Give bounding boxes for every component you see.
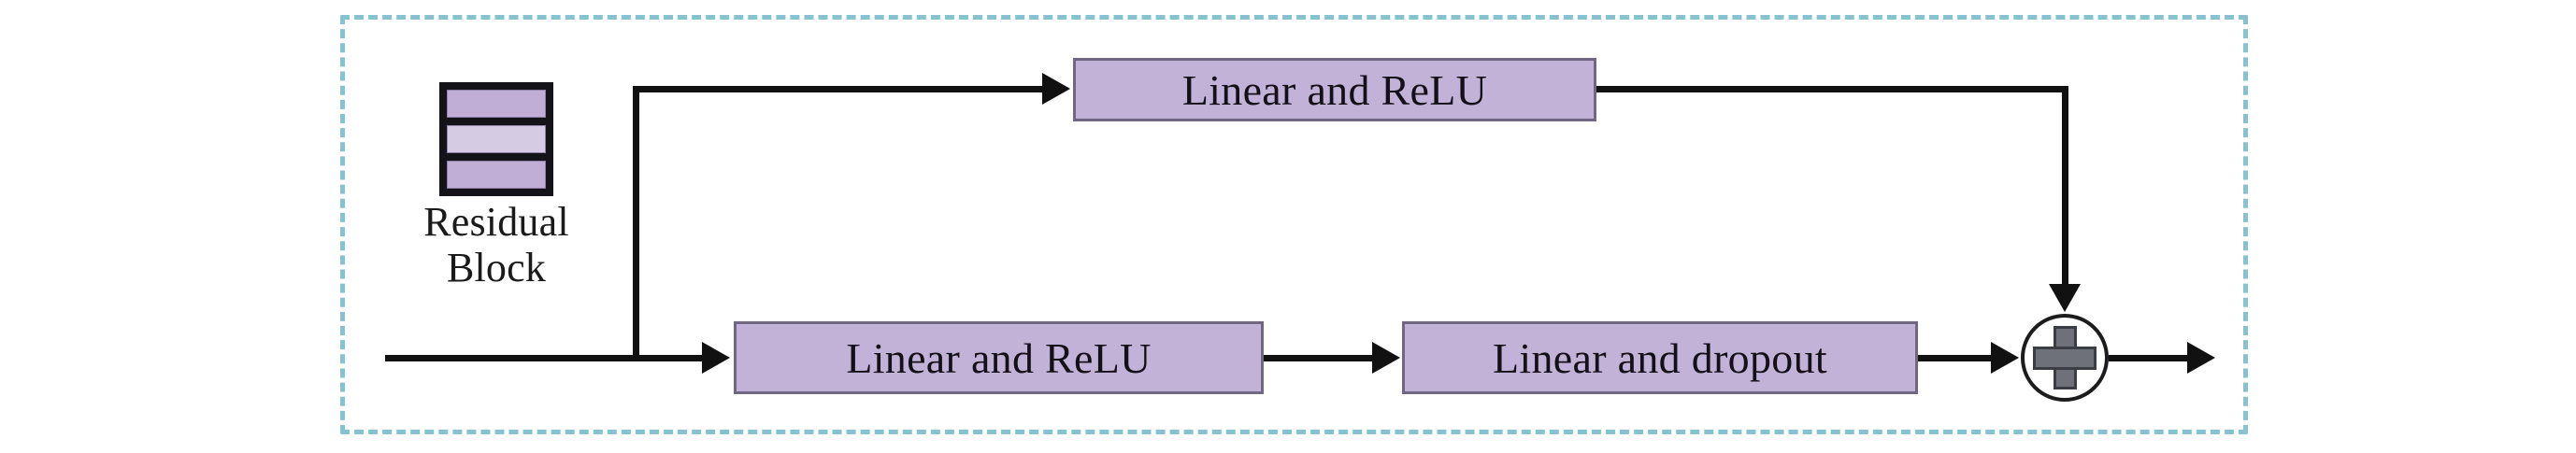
residual-block-label-line2: Block	[446, 245, 547, 291]
wire-bottom-out	[1918, 355, 1991, 361]
node-bottom-linear-relu[interactable]: Linear and ReLU	[734, 321, 1264, 394]
plus-icon-horizontal-bar	[2033, 347, 2097, 370]
node-bottom-linear-dropout[interactable]: Linear and dropout	[1402, 321, 1918, 394]
wire-branch-riser	[633, 86, 639, 359]
arrowhead-top-box-in	[1042, 73, 1070, 105]
residual-block-dashed-frame	[340, 15, 2248, 434]
arrowhead-output	[2187, 342, 2215, 374]
arrowhead-bottom-second-in	[1372, 342, 1400, 374]
wire-output	[2109, 355, 2187, 361]
wire-top-in	[633, 86, 1042, 92]
wire-skip-down	[2062, 86, 2068, 284]
wire-bottom-mid	[1264, 355, 1372, 361]
arrowhead-sum-left-in	[1991, 342, 2019, 374]
wire-top-out	[1596, 86, 2068, 92]
wire-input-main	[385, 355, 639, 361]
node-top-linear-relu[interactable]: Linear and ReLU	[1073, 58, 1596, 121]
residual-block-stack-icon	[439, 82, 553, 196]
stack-band-top	[447, 90, 546, 118]
residual-block-label: Residual Block	[372, 199, 621, 291]
arrowhead-sum-top-in	[2049, 284, 2081, 312]
wire-bottom-in	[633, 355, 702, 361]
residual-block-label-line1: Residual	[423, 199, 569, 245]
plus-icon	[2021, 314, 2109, 402]
stack-band-bottom	[447, 161, 546, 189]
arrowhead-bottom-first-in	[702, 342, 730, 374]
stack-band-middle	[447, 125, 546, 153]
